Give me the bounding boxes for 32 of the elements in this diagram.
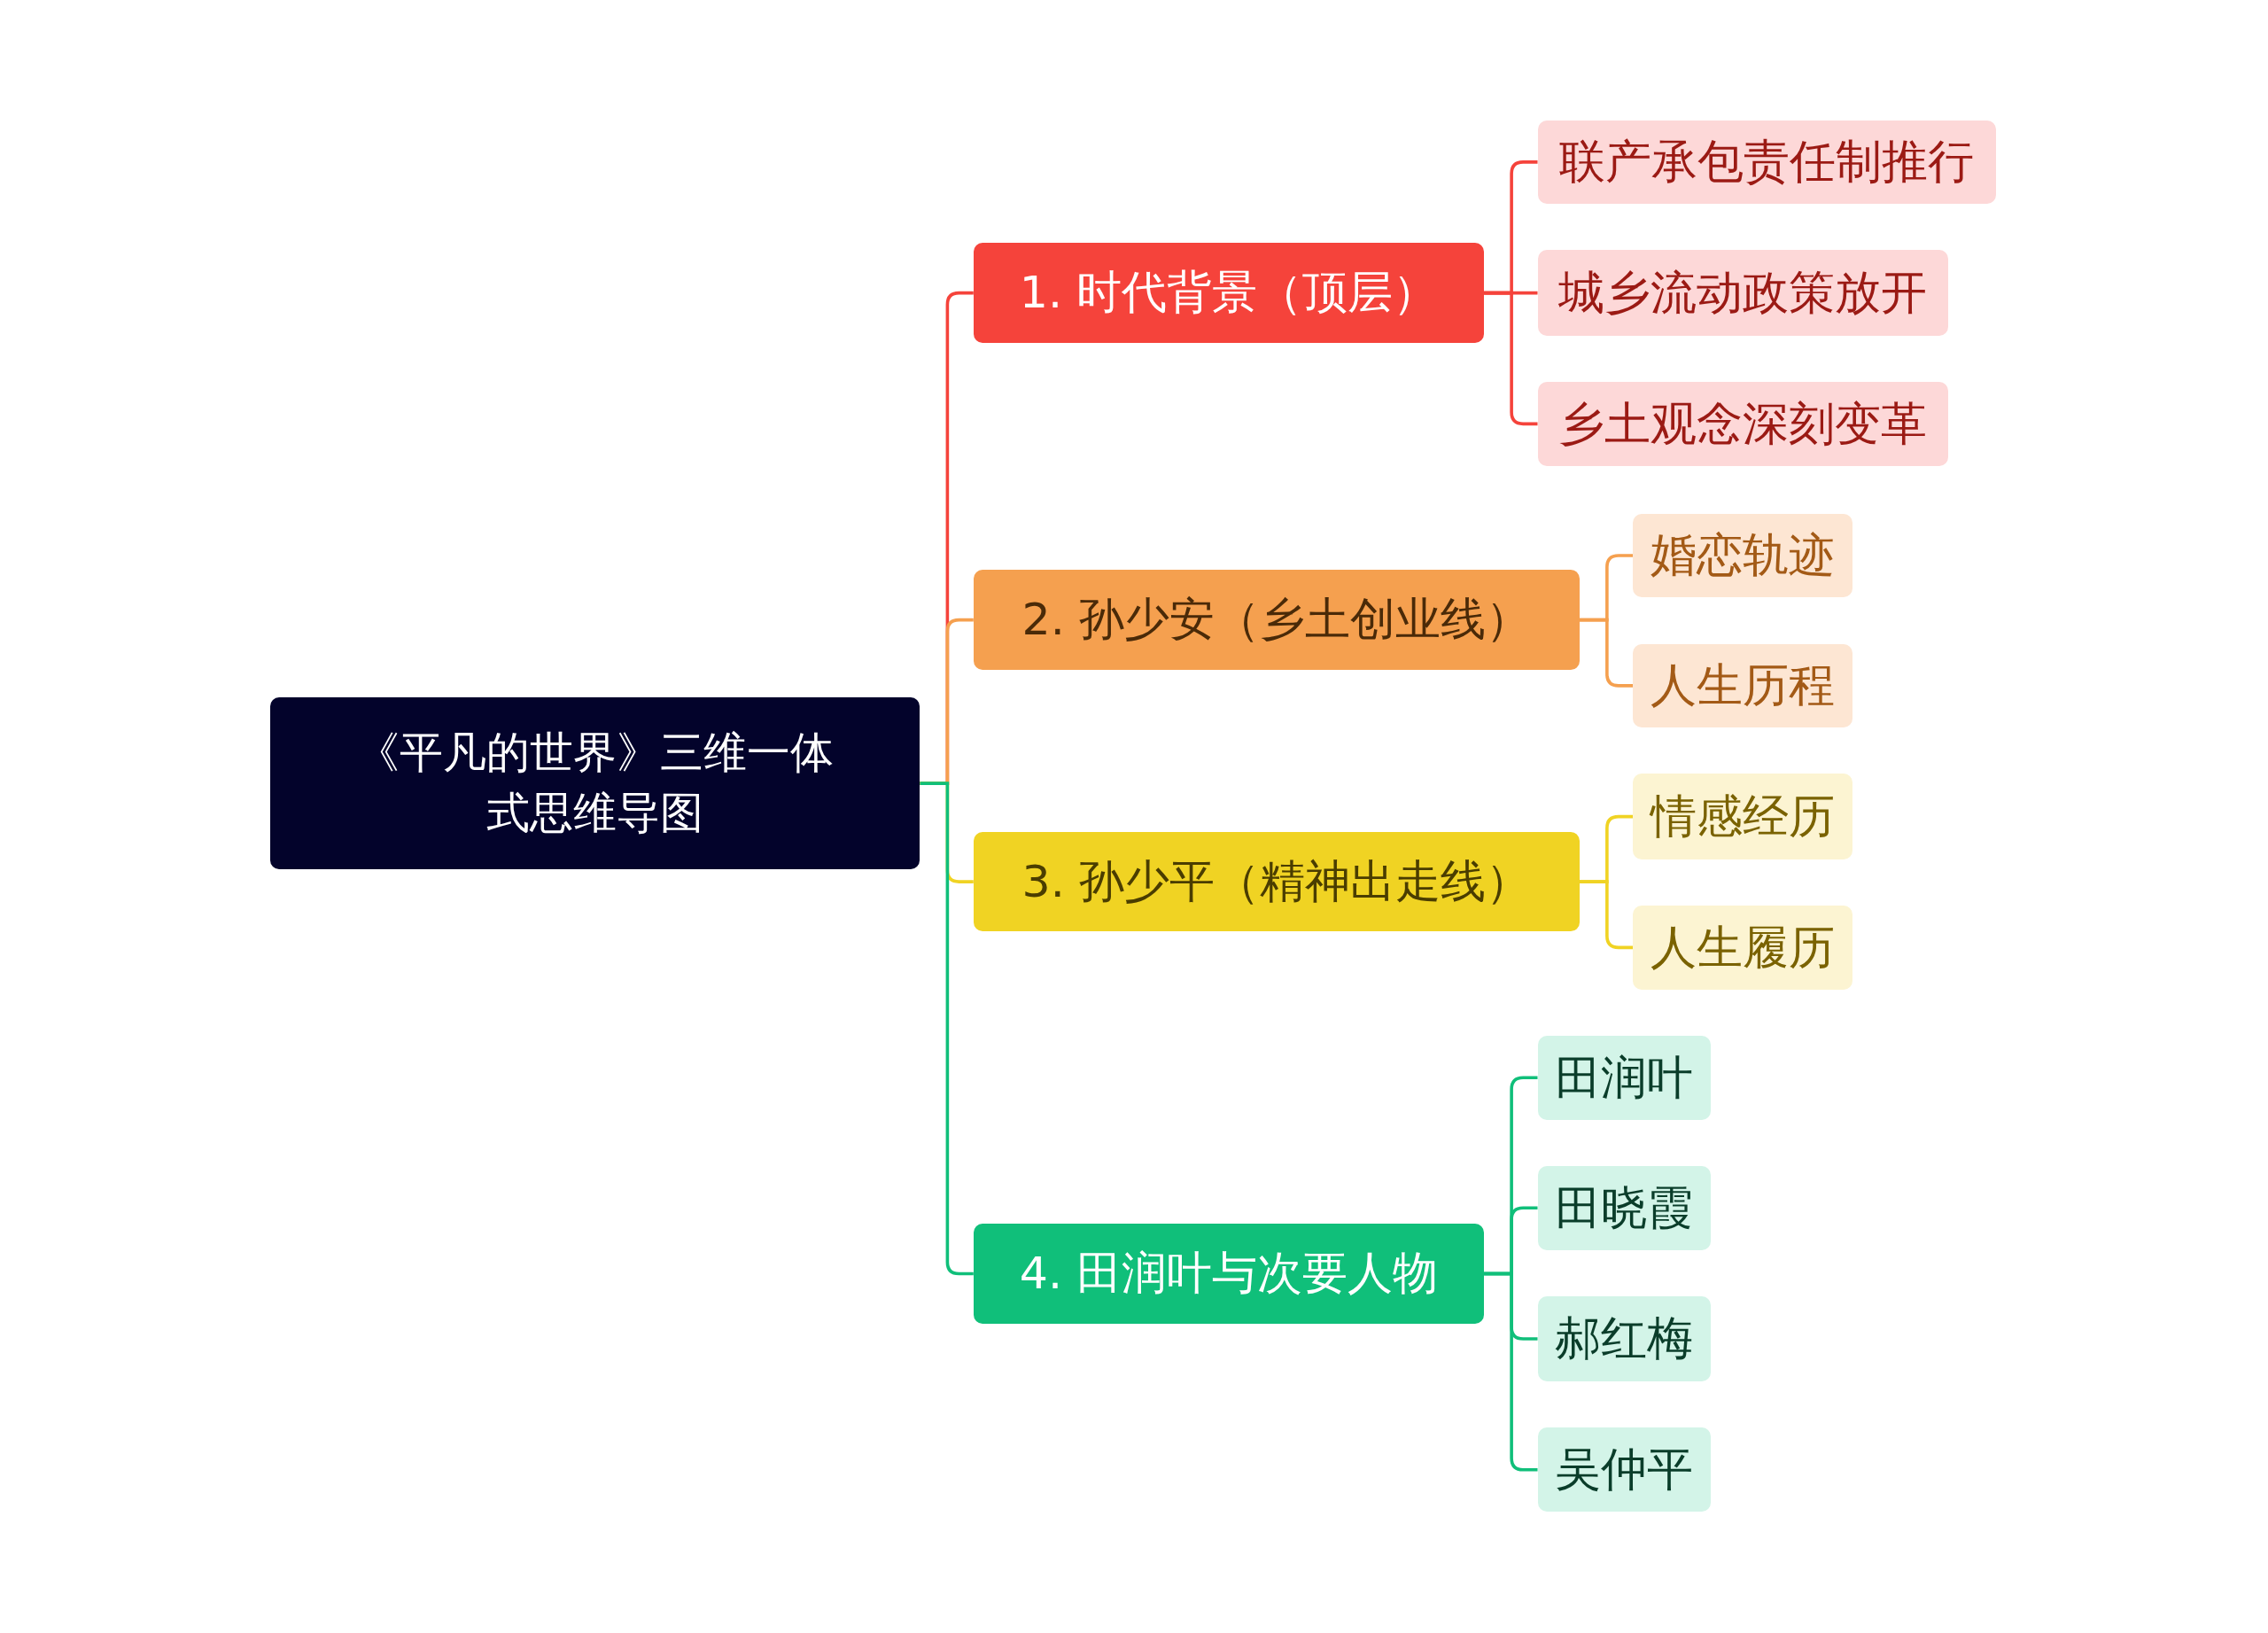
node-text: 2. 孙少安（乡土创业线） xyxy=(1021,592,1531,648)
subtopic-box xyxy=(1633,774,1853,859)
node-text: 人生历程 xyxy=(1651,657,1836,714)
subtopic-box xyxy=(1633,643,1853,728)
subtopic-box xyxy=(1537,1035,1712,1120)
root-box xyxy=(270,696,920,870)
node-text: 联产承包责任制推行 xyxy=(1559,134,1975,191)
subtopic-box xyxy=(1537,250,1949,336)
node-text: 人生履历 xyxy=(1651,919,1836,976)
node-text: 3. 孙少平（精神出走线） xyxy=(1021,853,1531,909)
topic-box xyxy=(973,1224,1485,1324)
subtopic-box xyxy=(1537,1295,1712,1382)
subtopic-box xyxy=(1537,1427,1712,1512)
subtopic-box xyxy=(1633,906,1853,990)
topic-box xyxy=(973,243,1485,343)
node-text: 4. 田润叶与次要人物 xyxy=(1019,1246,1439,1302)
topic-box xyxy=(973,570,1580,670)
node-text: 郝红梅 xyxy=(1555,1310,1694,1367)
node-text: 田晓霞 xyxy=(1555,1179,1694,1236)
subtopic-box xyxy=(1537,382,1949,466)
topic-box xyxy=(973,831,1580,932)
subtopic-box xyxy=(1537,120,1997,205)
node-text: 婚恋轨迹 xyxy=(1651,527,1836,584)
node-text: 田润叶 xyxy=(1555,1049,1694,1106)
subtopic-box xyxy=(1537,1165,1712,1250)
node-text: 吴仲平 xyxy=(1555,1442,1694,1498)
subtopic-box xyxy=(1633,513,1853,598)
node-text: 1. 时代背景（顶层） xyxy=(1019,265,1439,321)
node-text: 城乡流动政策放开 xyxy=(1558,265,1928,321)
node-text: 《平凡的世界》三维一体式思维导图 xyxy=(355,726,835,841)
node-text: 情感经历 xyxy=(1651,789,1836,845)
node-text: 乡土观念深刻变革 xyxy=(1558,395,1928,452)
